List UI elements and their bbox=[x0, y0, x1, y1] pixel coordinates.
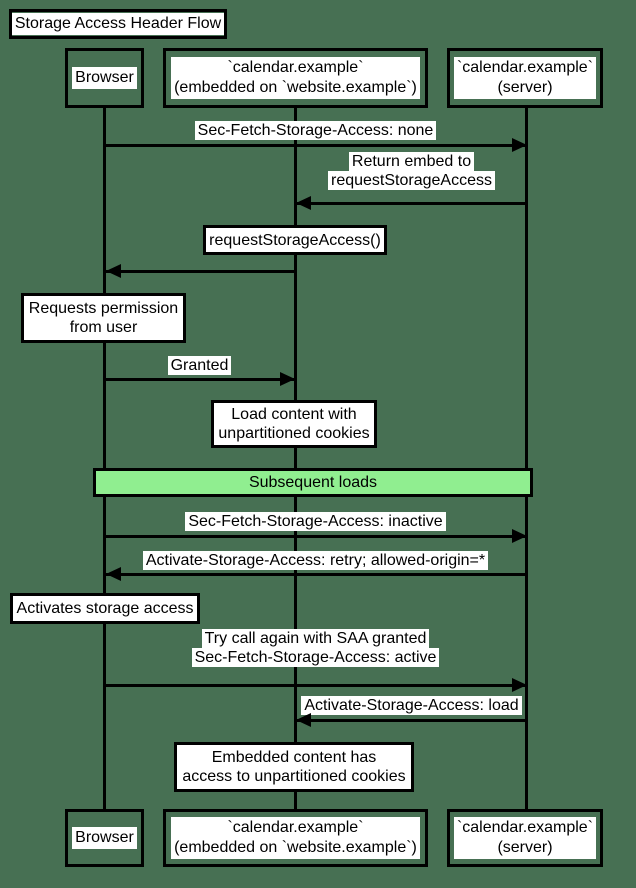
actor-browser-top: Browser bbox=[65, 48, 144, 108]
label-line: requestStorageAccess() bbox=[209, 231, 381, 249]
lifeline-embedded bbox=[294, 106, 297, 811]
note-line: unpartitioned cookies bbox=[218, 425, 370, 442]
lifeline-server bbox=[525, 106, 528, 811]
actor-server-label: `calendar.example` (server) bbox=[453, 817, 597, 859]
label-line: Activate-Storage-Access: retry; allowed-… bbox=[142, 551, 489, 570]
message-arrow-try-again bbox=[104, 678, 527, 692]
note-line: Embedded content has bbox=[211, 749, 377, 766]
actor-embedded-line2: (embedded on `website.example`) bbox=[174, 79, 417, 96]
divider-subsequent-loads: Subsequent loads bbox=[93, 468, 533, 497]
note-activates-storage-access: Activates storage access bbox=[10, 593, 200, 624]
message-arrow-activate-retry bbox=[106, 567, 527, 581]
actor-server-line1: `calendar.example` bbox=[456, 819, 594, 836]
message-label-sec-fetch-none: Sec-Fetch-Storage-Access: none bbox=[104, 121, 527, 140]
arrowhead-left-icon bbox=[296, 196, 311, 210]
note-line: access to unpartitioned cookies bbox=[182, 768, 406, 785]
label-line: Try call again with SAA granted bbox=[201, 629, 430, 648]
note-requests-permission: Requests permission from user bbox=[21, 293, 186, 343]
actor-server-line1: `calendar.example` bbox=[456, 59, 594, 76]
lifeline-browser bbox=[103, 106, 106, 811]
actor-browser-label: Browser bbox=[72, 827, 137, 849]
label-line: Sec-Fetch-Storage-Access: active bbox=[191, 648, 440, 667]
actor-browser-label: Browser bbox=[72, 67, 137, 89]
label-line: Sec-Fetch-Storage-Access: none bbox=[194, 121, 437, 140]
actor-embedded-line1: `calendar.example` bbox=[227, 59, 364, 76]
actor-embedded-bottom: `calendar.example` (embedded on `website.… bbox=[163, 809, 428, 867]
note-load-content: Load content with unpartitioned cookies bbox=[211, 400, 377, 448]
arrowhead-left-icon bbox=[106, 264, 121, 278]
message-arrow-sec-fetch-inactive bbox=[104, 529, 527, 543]
actor-server-line2: (server) bbox=[497, 839, 553, 856]
note-line: Activates storage access bbox=[16, 600, 194, 617]
actor-embedded-label: `calendar.example` (embedded on `website.… bbox=[171, 57, 420, 99]
label-line: Sec-Fetch-Storage-Access: inactive bbox=[185, 512, 446, 531]
actor-embedded-line2: (embedded on `website.example`) bbox=[174, 839, 417, 856]
actor-server-bottom: `calendar.example` (server) bbox=[447, 809, 603, 867]
note-embedded-content-access: Embedded content has access to unpartiti… bbox=[174, 742, 414, 792]
label-line: Activate-Storage-Access: load bbox=[301, 696, 522, 715]
message-label-return-embed: Return embed to requestStorageAccess bbox=[296, 152, 527, 190]
note-line: Load content with bbox=[231, 406, 357, 423]
actor-embedded-line1: `calendar.example` bbox=[227, 819, 364, 836]
message-label-try-again: Try call again with SAA granted Sec-Fetc… bbox=[104, 629, 527, 667]
message-label-activate-retry: Activate-Storage-Access: retry; allowed-… bbox=[104, 551, 527, 570]
actor-server-label: `calendar.example` (server) bbox=[453, 57, 597, 99]
actor-embedded-top: `calendar.example` (embedded on `website.… bbox=[163, 48, 428, 108]
message-arrow-request-storage-access bbox=[106, 264, 295, 278]
arrowhead-right-icon bbox=[512, 529, 527, 543]
message-label-activate-load: Activate-Storage-Access: load bbox=[296, 696, 527, 715]
arrowhead-right-icon bbox=[512, 138, 527, 152]
message-arrow-return-embed bbox=[296, 196, 527, 210]
divider-label: Subsequent loads bbox=[248, 473, 378, 491]
arrowhead-right-icon bbox=[512, 678, 527, 692]
label-line: Granted bbox=[167, 356, 232, 375]
message-arrow-granted bbox=[104, 372, 295, 386]
arrowhead-left-icon bbox=[106, 567, 121, 581]
arrowhead-right-icon bbox=[280, 372, 295, 386]
actor-server-line2: (server) bbox=[497, 79, 553, 96]
actor-browser-bottom: Browser bbox=[65, 809, 144, 867]
note-line: Requests permission bbox=[28, 300, 179, 317]
label-line: requestStorageAccess bbox=[328, 171, 495, 190]
actor-server-top: `calendar.example` (server) bbox=[447, 48, 603, 108]
message-arrow-activate-load bbox=[296, 713, 527, 727]
message-arrow-sec-fetch-none bbox=[104, 138, 527, 152]
message-label-sec-fetch-inactive: Sec-Fetch-Storage-Access: inactive bbox=[104, 512, 527, 531]
actor-embedded-label: `calendar.example` (embedded on `website.… bbox=[171, 817, 420, 859]
arrowhead-left-icon bbox=[296, 713, 311, 727]
note-line: from user bbox=[69, 319, 138, 336]
message-label-request-storage-access: requestStorageAccess() bbox=[203, 225, 387, 255]
label-line: Return embed to bbox=[348, 152, 475, 171]
diagram-title: Storage Access Header Flow bbox=[9, 9, 227, 39]
diagram-title-text: Storage Access Header Flow bbox=[11, 13, 225, 35]
message-label-granted: Granted bbox=[104, 356, 295, 375]
